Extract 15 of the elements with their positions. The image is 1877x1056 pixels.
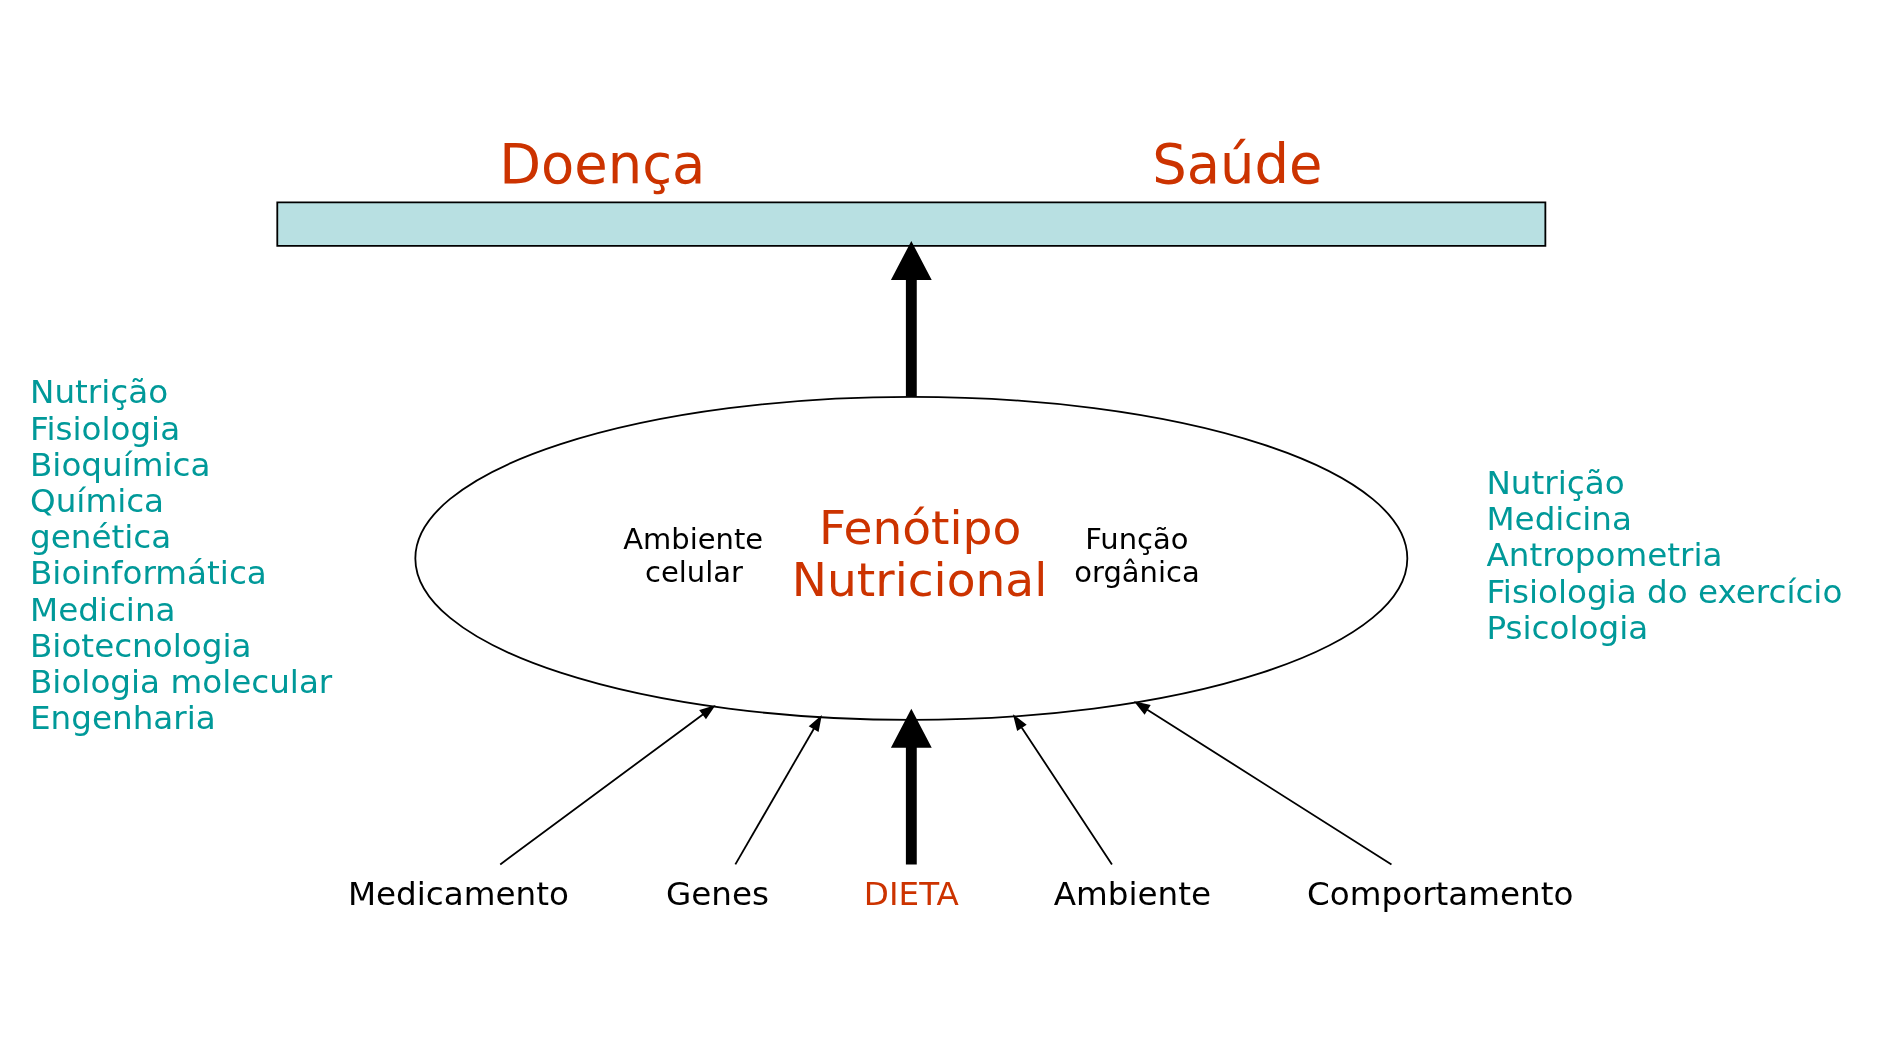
node-text: Ambiente	[1053, 874, 1212, 913]
label: Antropometria	[1486, 535, 1723, 574]
node-text: Medicamento	[347, 874, 569, 913]
node-label: Saúde	[1152, 132, 1323, 195]
label: Fisiologia	[30, 409, 181, 448]
node-text: Comportamento	[1307, 874, 1574, 913]
label: Nutrição	[1486, 463, 1625, 502]
node-text: DIETA	[863, 874, 959, 913]
label: Nutrição	[30, 372, 169, 411]
label: Medicina	[30, 590, 176, 629]
label: Biotecnologia	[30, 626, 252, 665]
label: genética	[30, 517, 172, 556]
label: Fisiologia do exercício	[1486, 572, 1843, 611]
node-text: Genes	[665, 874, 769, 913]
node-label: Doença	[499, 132, 706, 195]
